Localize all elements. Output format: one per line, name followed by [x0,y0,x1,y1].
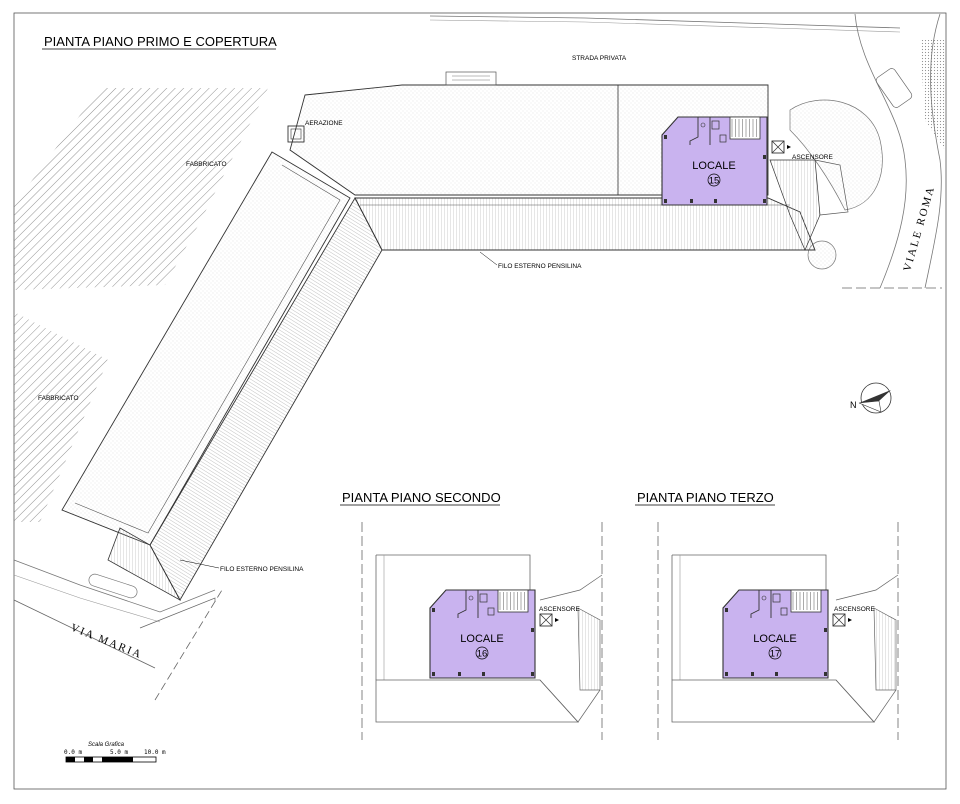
column [531,672,534,676]
label-filo-pensilina-1: FILO ESTERNO PENSILINA [498,263,582,270]
column [775,672,778,676]
label-ascensore-3: ASCENSORE [834,606,875,613]
title-first-floor: PIANTA PIANO PRIMO E COPERTURA [44,34,277,49]
site-line [13,559,216,613]
toilet-icon [772,593,781,603]
stair-ramp [769,159,821,251]
canopy-horizontal [354,197,816,251]
via-maria-edge [139,597,216,629]
column [432,672,435,676]
scale-m5: 5.0 m [110,749,128,756]
site-line [429,19,901,33]
column [664,135,667,139]
column [763,155,766,159]
aerazione-box [287,125,305,143]
via-maria-axis [154,589,223,701]
third-floor-plan [657,522,899,740]
sink-icon [487,607,495,616]
unit-name: LOCALE [460,633,503,645]
column [763,199,766,203]
graphic-scale: Scala Grafica 0.0 m 5.0 m 10.0 m [64,742,166,763]
wc-icon [468,595,474,601]
label-filo-pensilina-2: FILO ESTERNO PENSILINA [220,566,304,573]
site-line [13,574,161,623]
garden [789,99,883,211]
unit-number: 16 [477,649,488,660]
second-floor-plan [361,522,603,740]
column [751,672,754,676]
column [725,672,728,676]
site-line [429,15,901,29]
staircase [497,589,529,613]
service-wall [457,590,479,618]
unit-number-circle [768,646,782,660]
column [432,608,435,612]
label-ascensore-2: ASCENSORE [539,606,580,613]
sink-icon [719,134,727,143]
label-ascensore-1: ASCENSORE [792,154,833,161]
upper-roof-area [289,84,769,196]
label-aerazione: AERAZIONE [305,120,343,127]
label-fabbricato-north: FABBRICATO [186,161,227,168]
column [714,199,717,203]
garden-round [807,240,837,270]
column [690,199,693,203]
service-wall [689,117,711,145]
label-via-maria: VIA MARIA [69,622,144,662]
canopy-tip [107,527,182,602]
north-arrow-icon: N [850,382,892,414]
planter [88,573,138,599]
label-fabbricato-west: FABBRICATO [38,395,79,402]
title-third-floor: PIANTA PIANO TERZO [637,490,774,505]
via-maria-edge [13,599,156,669]
scale-m10: 10.0 m [144,749,166,756]
unit-number-circle [475,646,489,660]
neighbour-building-west [14,312,108,522]
elevator-icon [771,140,791,154]
elevator-icon [539,613,559,627]
unit-number-circle [707,173,721,187]
staircase [790,589,822,613]
column [664,199,667,203]
title-second-floor: PIANTA PIANO SECONDO [342,490,501,505]
column [824,628,827,632]
elevator-icon [832,613,852,627]
label-viale-roma: VIALE ROMA [901,184,937,273]
wc-icon [700,122,706,128]
unit-16-plan[interactable]: LOCALE 16 [429,589,559,679]
unit-name: LOCALE [753,633,796,645]
neighbour-building-north [14,88,268,290]
unit-15-plan[interactable]: LOCALE 15 [661,116,791,206]
column [482,672,485,676]
unit-number: 17 [770,649,781,660]
roof-vent [445,71,497,86]
label-strada-privata: STRADA PRIVATA [572,55,627,62]
unit-number: 15 [709,176,720,187]
viale-roma-curb [854,13,907,289]
column [824,672,827,676]
parked-car [875,68,913,108]
scale-title: Scala Grafica [88,742,125,748]
unit-name: LOCALE [692,160,735,172]
column [458,672,461,676]
toilet-icon [479,593,488,603]
scale-m0: 0.0 m [64,749,82,756]
toilet-icon [711,120,720,130]
first-floor-plan [13,13,945,701]
staircase [729,116,761,140]
unit-17-plan[interactable]: LOCALE 17 [722,589,852,679]
service-wall [750,590,772,618]
svg-text:N: N [850,400,857,410]
column [725,608,728,612]
sink-icon [780,607,788,616]
wc-icon [761,595,767,601]
viale-roma-hedge [920,40,945,150]
column [531,628,534,632]
